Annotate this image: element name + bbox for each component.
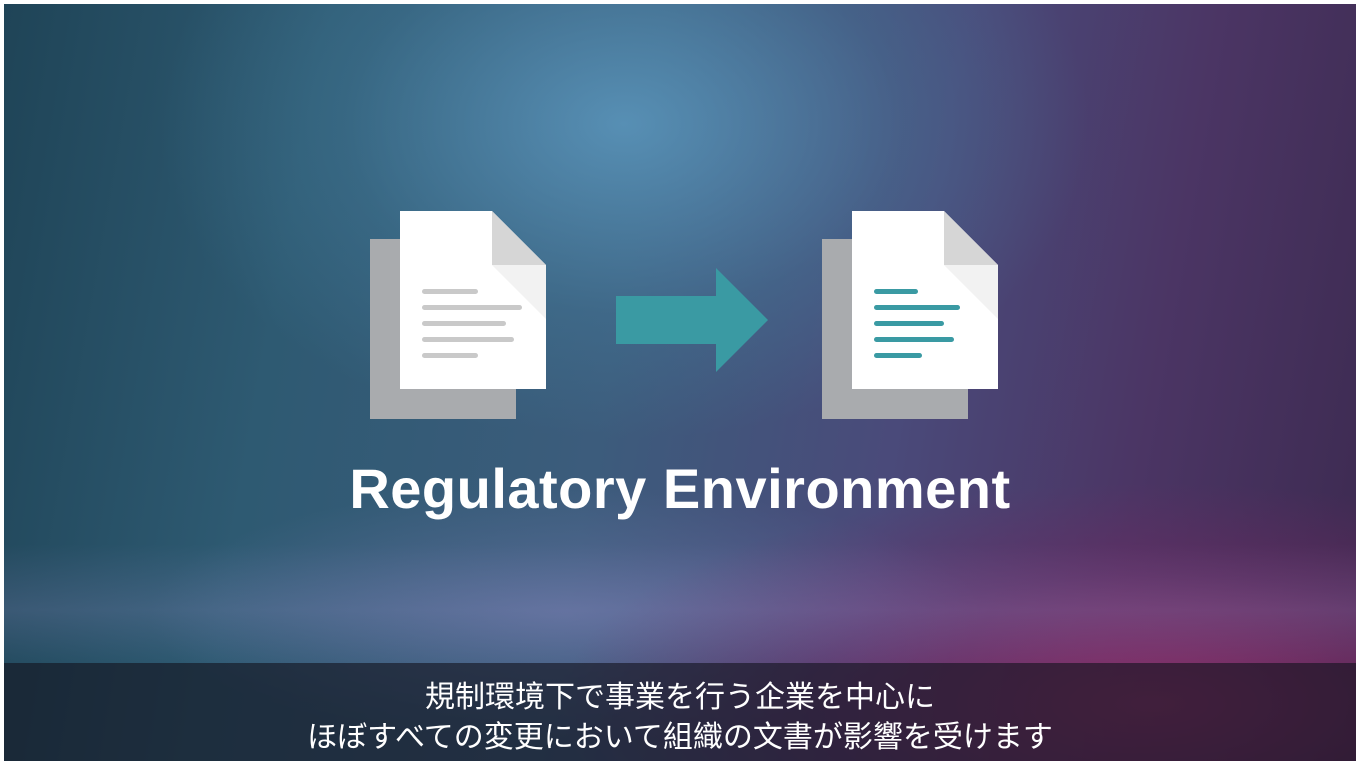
slide-title: Regulatory Environment [349,457,1011,520]
subtitle-bar [4,663,1356,761]
right-arrow-icon [616,268,772,374]
document-teal-icon [816,207,1016,427]
floor-glow [4,544,1356,664]
document-gray-icon [364,207,564,427]
subtitle-line-2: ほぼすべての変更において組織の文書が影響を受けます [307,720,1053,755]
subtitle-line-1: 規制環境下で事業を行う企業を中心に [425,680,935,715]
video-frame: Regulatory Environment 規制環境下で事業を行う企業を中心に… [4,4,1356,761]
